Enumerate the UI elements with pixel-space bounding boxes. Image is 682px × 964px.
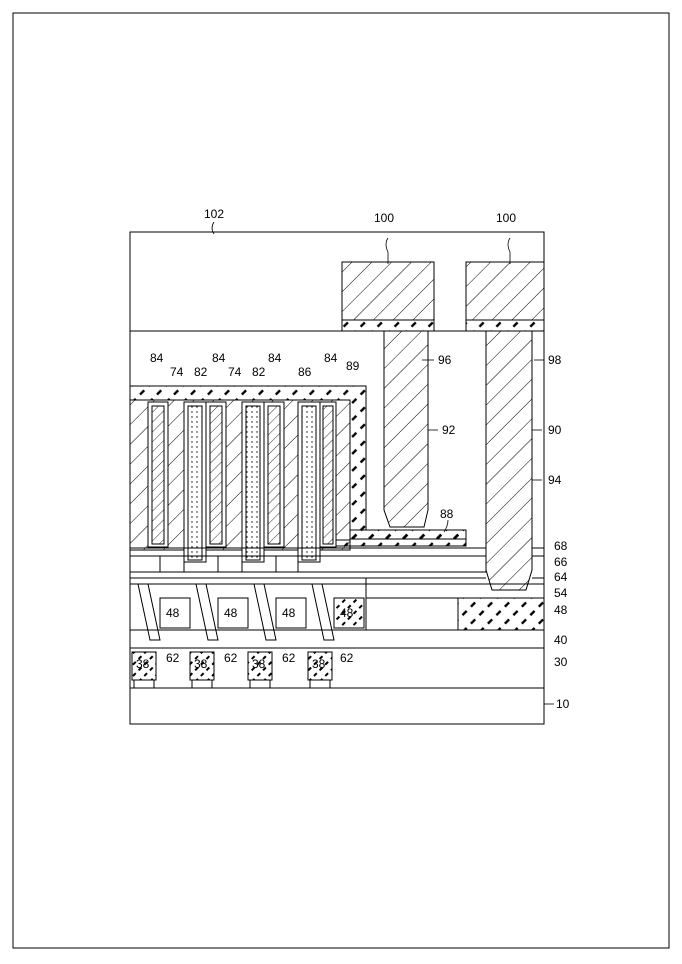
label-54: 54 <box>554 586 568 600</box>
label-48-right: 48 <box>554 603 568 617</box>
layer-66 <box>129 555 487 573</box>
gate-stacks <box>147 401 337 563</box>
page-border <box>12 12 670 949</box>
label-62-d: 62 <box>340 651 354 665</box>
label-96: 96 <box>438 353 452 367</box>
label-66: 66 <box>554 555 568 569</box>
label-86: 86 <box>298 365 312 379</box>
leader-lines <box>211 221 554 705</box>
top-pad-right <box>465 261 545 332</box>
cell-caps <box>159 555 299 573</box>
label-89: 89 <box>346 359 360 373</box>
label-94: 94 <box>548 473 562 487</box>
label-102: 102 <box>204 207 224 221</box>
contact-plug-92 <box>383 330 429 528</box>
label-88: 88 <box>440 507 454 521</box>
top-pad-left <box>341 261 435 332</box>
layer-48-right <box>457 597 545 631</box>
label-92: 92 <box>442 423 456 437</box>
label-48-d: 48 <box>340 606 354 620</box>
layer-40 <box>129 629 545 649</box>
label-82-a: 82 <box>194 365 208 379</box>
label-84-d: 84 <box>324 351 338 365</box>
label-38-b: 38 <box>194 657 208 671</box>
contact-plug-94 <box>485 330 533 591</box>
label-84-c: 84 <box>268 351 282 365</box>
label-62-a: 62 <box>166 651 180 665</box>
blocks-38 <box>131 651 333 689</box>
label-48-a: 48 <box>166 606 180 620</box>
label-98: 98 <box>548 353 562 367</box>
label-74-a: 74 <box>170 365 184 379</box>
label-38-d: 38 <box>312 657 326 671</box>
label-82-b: 82 <box>252 365 266 379</box>
label-100-right: 100 <box>496 211 516 225</box>
contacts-62 <box>137 583 335 641</box>
label-48-b: 48 <box>224 606 238 620</box>
cells-48 <box>159 597 365 629</box>
label-62-b: 62 <box>224 651 238 665</box>
layer-88 <box>349 529 467 540</box>
label-48-c: 48 <box>282 606 296 620</box>
label-62-c: 62 <box>282 651 296 665</box>
label-38-a: 38 <box>136 657 150 671</box>
label-84-a: 84 <box>150 351 164 365</box>
label-10: 10 <box>556 697 570 711</box>
label-74-b: 74 <box>228 365 242 379</box>
label-68: 68 <box>554 539 568 553</box>
label-30: 30 <box>554 655 568 669</box>
label-40: 40 <box>554 633 568 647</box>
label-64: 64 <box>554 570 568 584</box>
label-90: 90 <box>548 423 562 437</box>
label-100-left: 100 <box>374 211 394 225</box>
label-38-c: 38 <box>252 657 266 671</box>
label-84-b: 84 <box>212 351 226 365</box>
